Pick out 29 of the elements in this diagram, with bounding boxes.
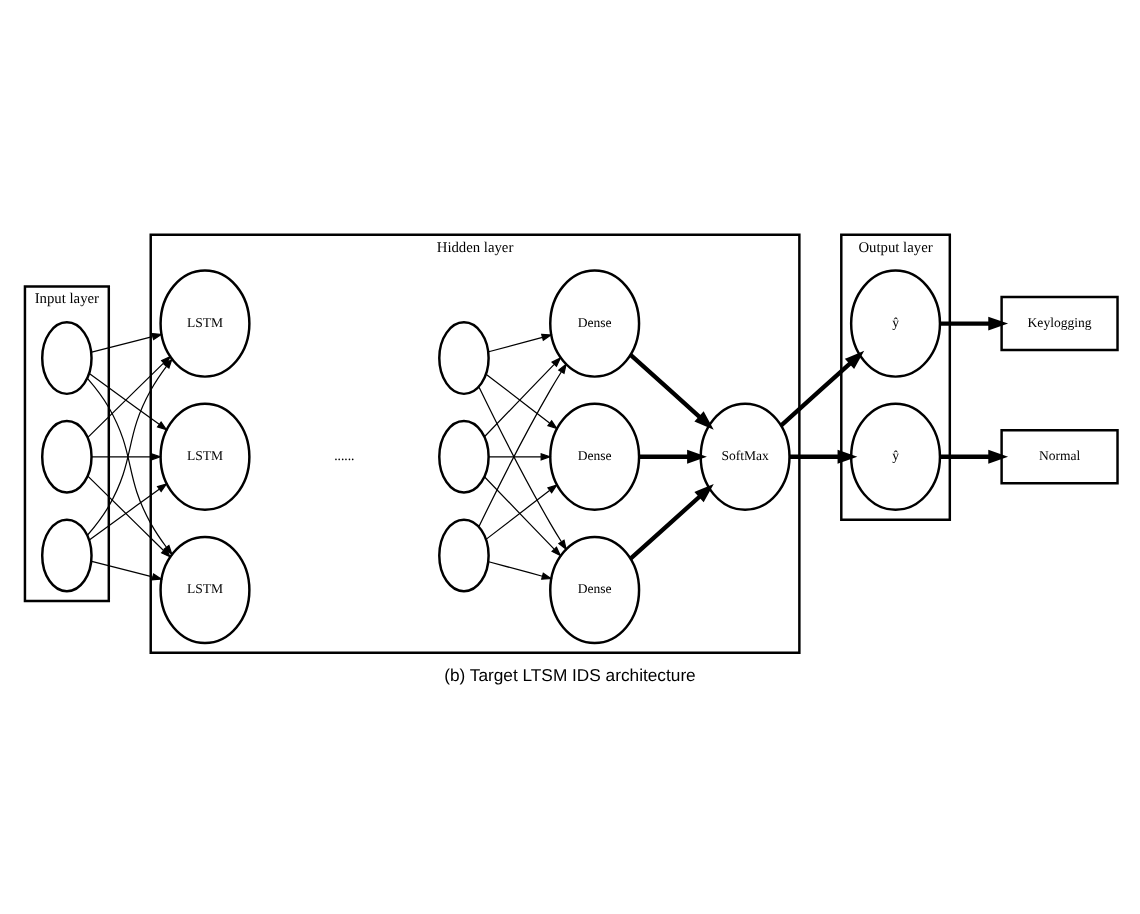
- arrow: [629, 352, 714, 429]
- arrow: [484, 475, 562, 556]
- node-circle: [40, 418, 93, 493]
- arrow: [91, 559, 164, 580]
- arrow: [629, 482, 714, 560]
- arrow: [485, 482, 559, 539]
- arrow: [91, 331, 164, 352]
- node-circle: [438, 418, 490, 493]
- arrow: [488, 560, 553, 579]
- arrow: [484, 355, 562, 437]
- arrow: [639, 448, 707, 463]
- node-circle: [438, 517, 490, 592]
- arrow: [485, 372, 559, 429]
- arrow: [789, 448, 858, 463]
- arrow: [88, 371, 168, 430]
- node-circle: [438, 320, 490, 395]
- arrow: [940, 448, 1009, 463]
- caption: (b) Target LTSM IDS architecture: [444, 664, 696, 685]
- node-circle: [40, 320, 93, 395]
- arrow: [779, 349, 865, 427]
- arrow: [488, 451, 552, 460]
- arrow: [488, 332, 553, 352]
- arrow: [478, 385, 568, 550]
- arrow: [87, 376, 173, 555]
- arrow: [478, 361, 568, 526]
- arrow: [940, 315, 1009, 330]
- arrow: [91, 451, 162, 460]
- node-circle: [40, 517, 93, 592]
- arrow: [88, 481, 168, 540]
